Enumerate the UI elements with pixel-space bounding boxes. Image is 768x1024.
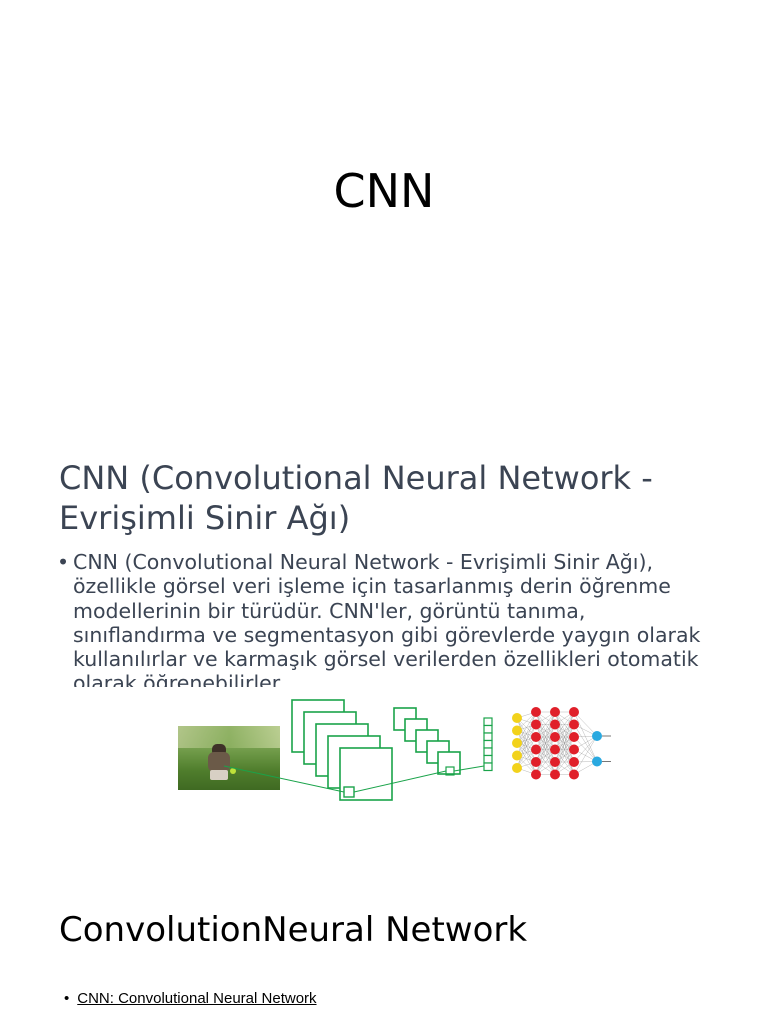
slide-heading: ConvolutionNeural Network — [59, 910, 528, 950]
network-node — [569, 719, 579, 730]
edge-line — [573, 735, 598, 763]
flatten-cell — [483, 739, 493, 749]
network-node — [550, 719, 560, 730]
edge-line — [516, 711, 537, 756]
edge-line — [554, 711, 575, 738]
network-node — [531, 732, 541, 742]
edge-line — [554, 749, 575, 775]
flatten-cell — [483, 732, 493, 742]
input-dog-image — [178, 726, 280, 790]
network-node — [512, 713, 522, 723]
edge-line — [554, 711, 575, 750]
edge-line — [516, 711, 537, 744]
bullet-list: • CNN (Convolutional Neural Network - Ev… — [57, 550, 717, 687]
network-node — [550, 732, 560, 742]
slide-cnn-definition: CNN (Convolutional Neural Network - Evri… — [0, 430, 768, 860]
network-node — [512, 738, 522, 748]
edge-line — [516, 736, 537, 769]
network-node — [531, 757, 541, 767]
edge-line — [516, 724, 537, 769]
network-node — [531, 744, 541, 755]
network-node — [531, 707, 541, 717]
feature-map-1 — [339, 747, 393, 801]
bullet-text: CNN (Convolutional Neural Network - Evri… — [73, 550, 701, 687]
network-node — [512, 725, 522, 736]
network-node — [569, 757, 579, 767]
link-list-item: • CNN: Convolutional Neural Network — [64, 990, 317, 1007]
slide-title-text: CNN — [333, 164, 435, 218]
connector-line — [453, 765, 485, 772]
slide-heading: CNN (Convolutional Neural Network - Evri… — [59, 459, 653, 537]
slide-convnet: ConvolutionNeural Network • CNN: Convolu… — [0, 860, 768, 1024]
network-node — [569, 707, 579, 717]
bullet-icon: • — [57, 550, 70, 574]
network-node — [592, 731, 602, 741]
network-node — [592, 756, 602, 767]
edge-line — [535, 711, 556, 763]
network-node — [569, 744, 579, 755]
edge-line — [554, 736, 575, 775]
edge-line — [535, 749, 556, 775]
slide-title: CNN — [0, 0, 768, 430]
network-node — [531, 769, 541, 780]
edge-line — [535, 736, 556, 775]
flatten-cell — [483, 754, 493, 764]
network-node — [550, 744, 560, 755]
network-node — [531, 719, 541, 730]
edge-line — [554, 711, 575, 763]
edge-line — [573, 735, 598, 775]
edge-line — [573, 724, 598, 762]
network-node — [512, 750, 522, 761]
edge-line — [554, 724, 575, 775]
list-item: • CNN (Convolutional Neural Network - Ev… — [57, 550, 717, 687]
cnn-architecture-diagram — [174, 696, 614, 808]
network-node — [550, 769, 560, 780]
edge-line — [535, 711, 556, 750]
cnn-link[interactable]: CNN: Convolutional Neural Network — [77, 990, 317, 1007]
network-node — [569, 769, 579, 780]
flatten-cell — [483, 747, 493, 757]
flatten-cell — [483, 724, 493, 734]
network-node — [569, 732, 579, 742]
connector-line — [353, 770, 447, 793]
flatten-cell — [483, 717, 493, 727]
connector-line — [223, 765, 345, 793]
edge-line — [573, 711, 598, 762]
edge-line — [535, 711, 556, 738]
network-graphic — [223, 699, 611, 801]
flatten-cell — [483, 762, 493, 772]
edge-line — [535, 724, 556, 775]
edge-line — [573, 711, 598, 737]
network-node — [512, 763, 522, 773]
network-node — [550, 757, 560, 767]
bullet-icon: • — [64, 990, 70, 1007]
network-node — [550, 707, 560, 717]
